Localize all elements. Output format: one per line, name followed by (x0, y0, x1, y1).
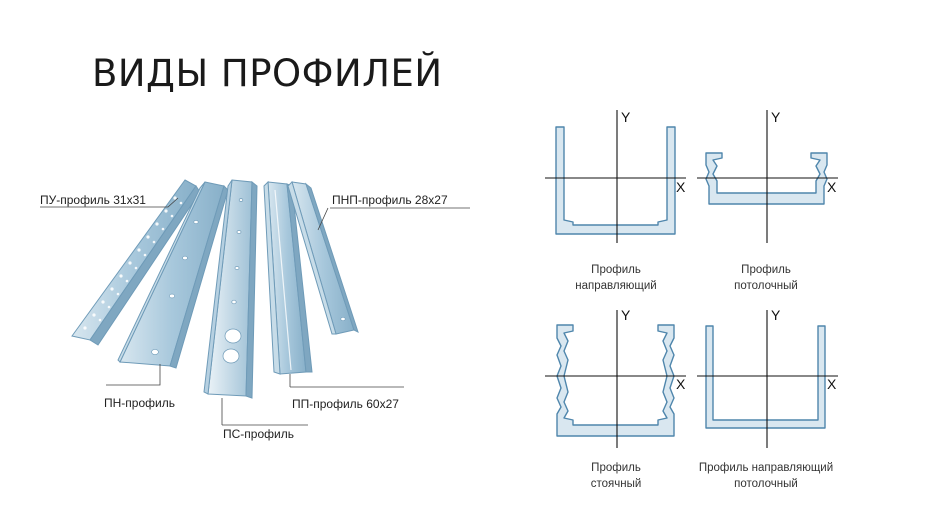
caption-line: Профиль (591, 462, 641, 474)
page-title: ВИДЫ ПРОФИЛЕЙ (92, 52, 443, 95)
section-guide-ceiling (697, 310, 838, 448)
axis-y-label: Y (621, 109, 631, 125)
pu-profile-strip (71, 179, 201, 346)
axis-y-label: Y (771, 307, 781, 323)
caption-line: потолочный (734, 478, 798, 490)
label-pu-profile: ПУ-профиль 31x31 (40, 193, 146, 207)
caption-rack: Профиль стоячный (566, 460, 666, 492)
label-pnp-profile: ПНП-профиль 28x27 (332, 193, 448, 207)
section-guide (545, 110, 686, 243)
axis-x-label: X (827, 376, 837, 392)
axis-x-label: X (827, 179, 837, 195)
pnp-profile-strip (287, 181, 359, 335)
pp-profile-strip (263, 180, 313, 375)
caption-line: стоячный (590, 478, 642, 490)
axis-y-label: Y (771, 109, 781, 125)
axis-x-label: X (676, 376, 686, 392)
axis-x-label: X (676, 179, 686, 195)
caption-line: направляющий (575, 280, 657, 292)
ps-profile-strip (203, 179, 258, 399)
caption-ceiling: Профиль потолочный (716, 262, 816, 294)
label-pp-profile: ПП-профиль 60x27 (292, 397, 399, 411)
section-ceiling (697, 110, 838, 243)
caption-guide-ceiling: Профиль направляющий потолочный (686, 460, 846, 492)
label-pn-profile: ПН-профиль (104, 396, 175, 410)
caption-line: Профиль направляющий (698, 462, 834, 474)
caption-guide: Профиль направляющий (566, 262, 666, 294)
pn-profile-strip (117, 181, 229, 369)
section-rack (545, 310, 686, 448)
axis-y-label: Y (621, 307, 631, 323)
label-ps-profile: ПС-профиль (223, 427, 294, 441)
leader-lines (40, 197, 470, 426)
caption-line: Профиль (591, 264, 641, 276)
caption-line: Профиль (741, 264, 791, 276)
caption-line: потолочный (734, 280, 798, 292)
